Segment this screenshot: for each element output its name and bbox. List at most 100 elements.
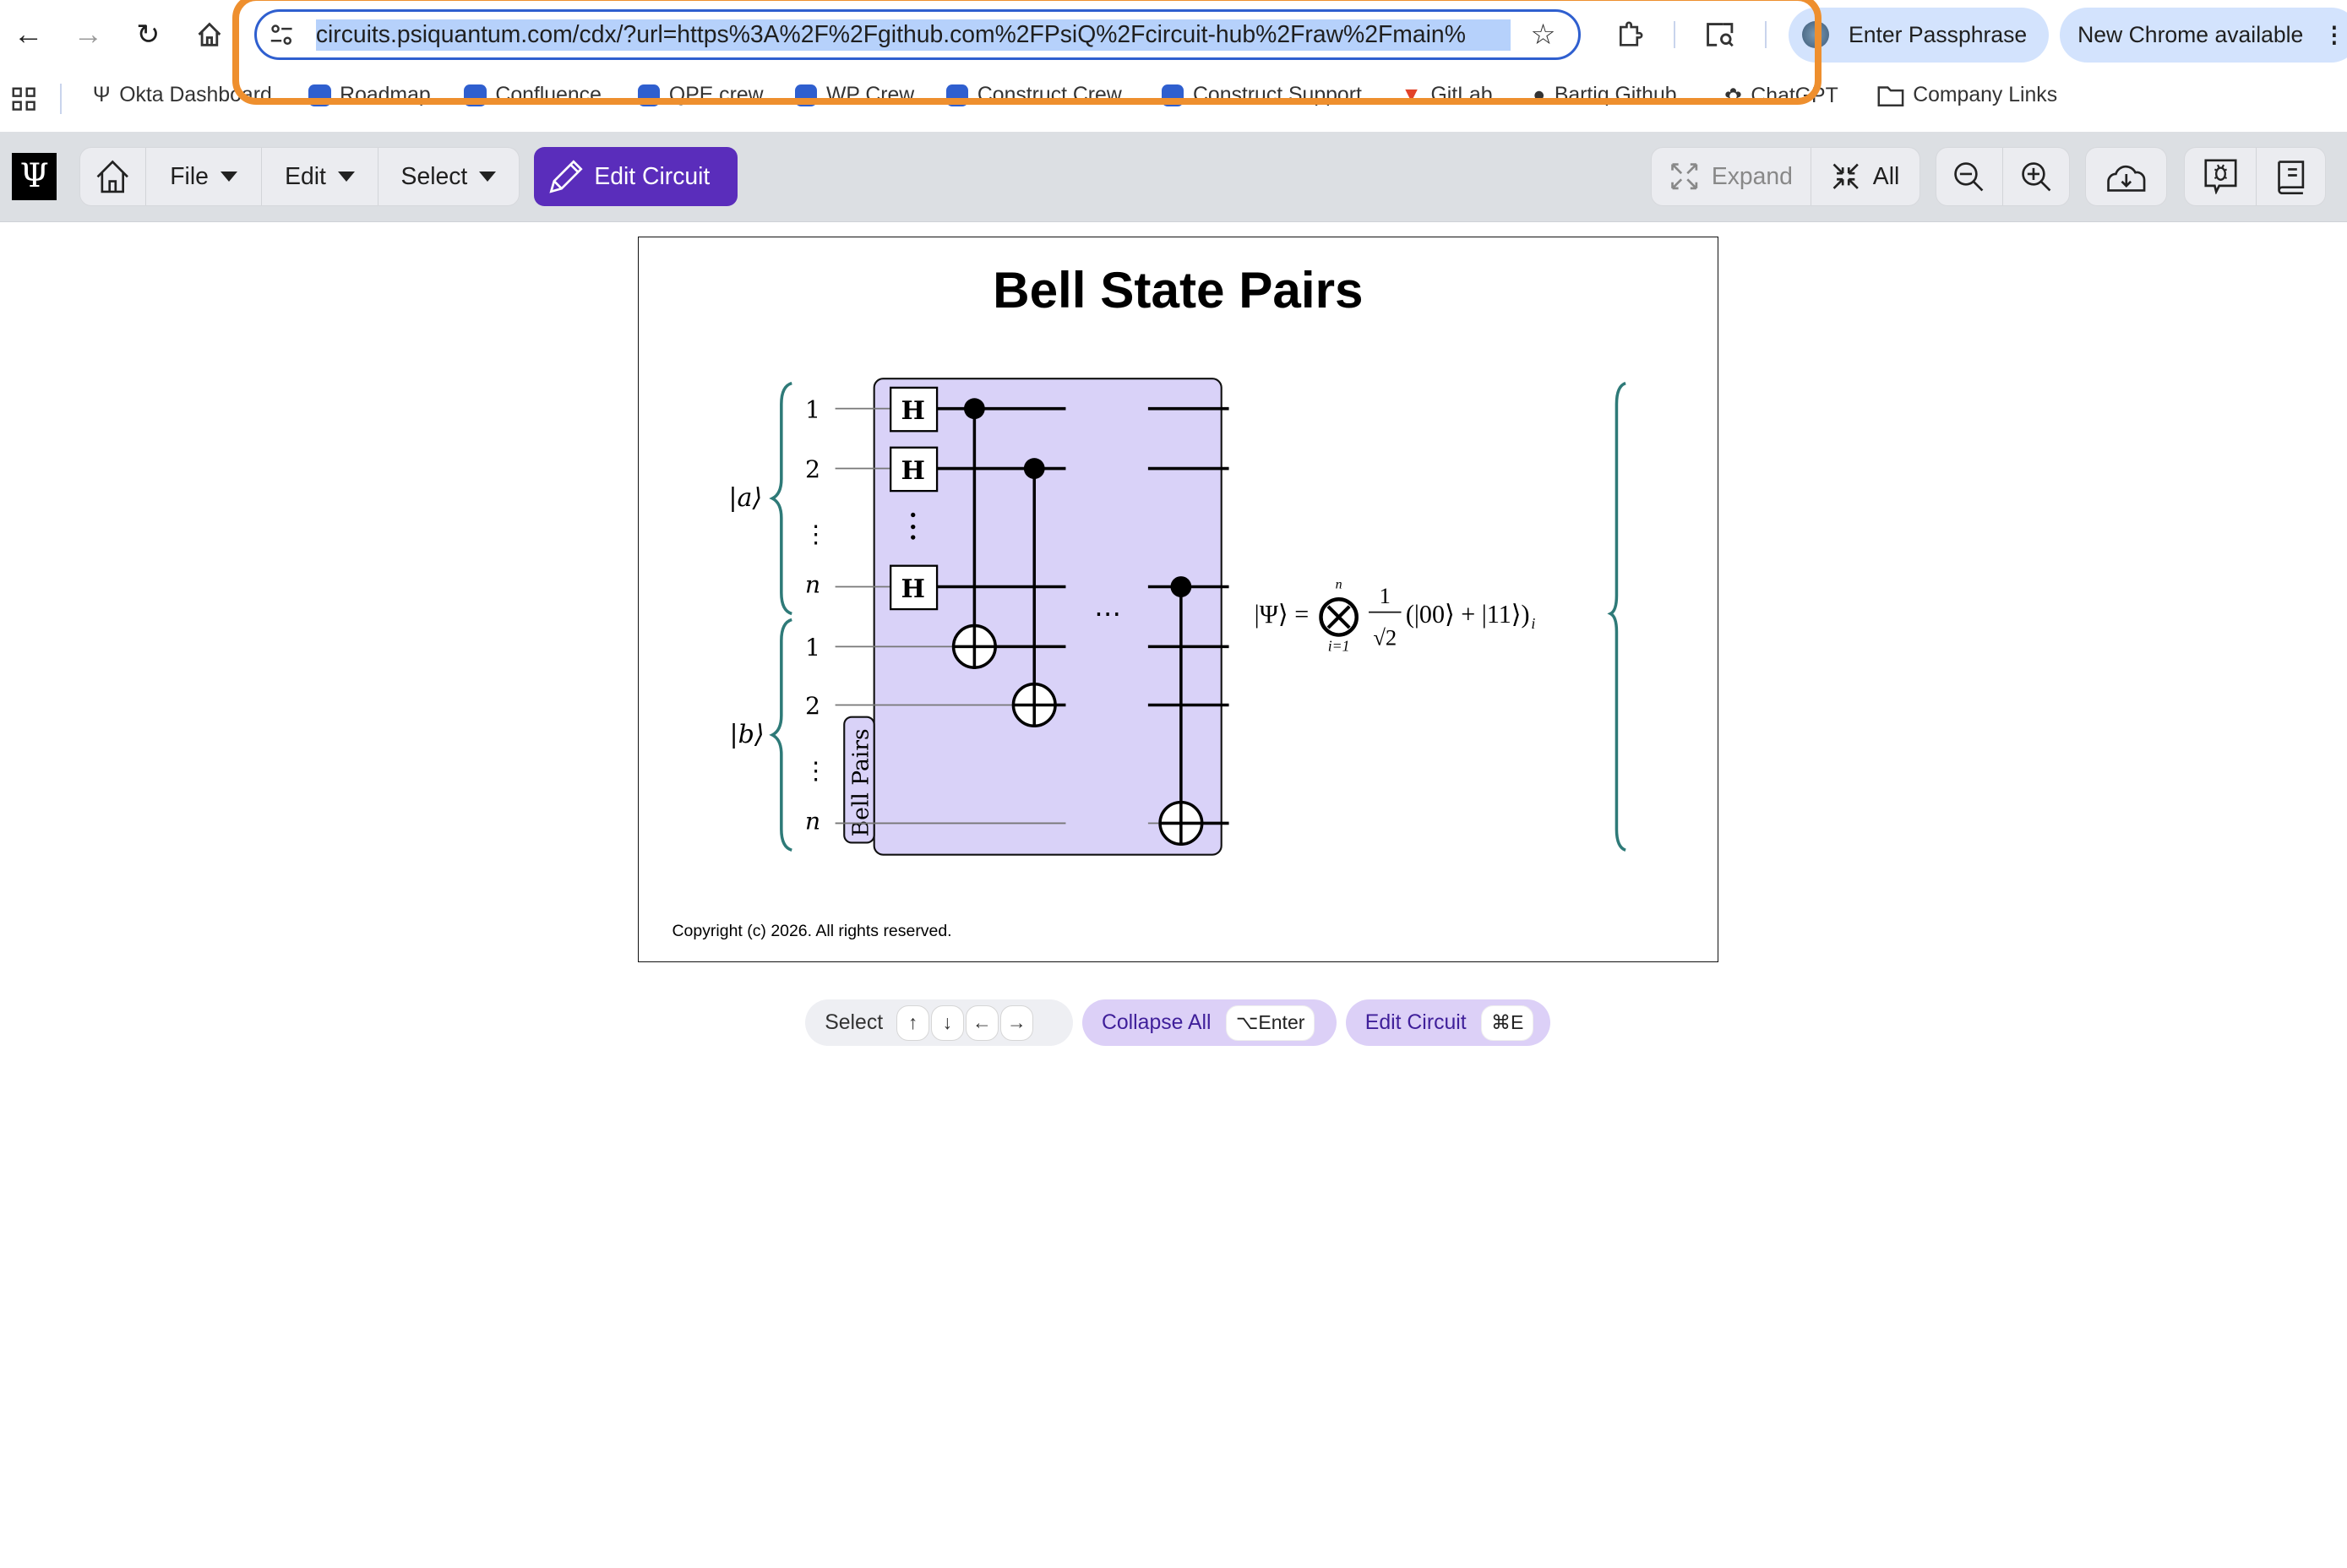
arrow-down-key[interactable]: ↓: [930, 1004, 964, 1042]
brace-right: [1607, 381, 1626, 852]
vertical-dots: [911, 512, 916, 540]
formula-numerator: 1: [1380, 583, 1391, 608]
collapse-key: ⌥Enter: [1226, 1004, 1315, 1042]
home-button[interactable]: [80, 147, 147, 206]
docs-button[interactable]: [2257, 148, 2325, 206]
bell-pairs-block: [873, 378, 1223, 856]
qubit-label: 2: [805, 692, 820, 720]
bell-pairs-tab: [843, 716, 875, 844]
copyright-text: Copyright (c) 2026. All rights reserved.: [672, 922, 952, 941]
select-menu[interactable]: Select: [378, 148, 519, 206]
cnot-target: [951, 623, 997, 669]
hadamard-gate: H: [890, 446, 939, 493]
back-icon[interactable]: ←: [13, 17, 44, 52]
qubit-label: 1: [805, 634, 820, 662]
arrow-right-key[interactable]: →: [999, 1004, 1033, 1042]
expand-group: Expand All: [1651, 146, 1921, 207]
circuit-title: Bell State Pairs: [993, 261, 1364, 319]
bell-pairs-label: Bell Pairs: [848, 728, 874, 836]
formula-lhs: |Ψ⟩ =: [1255, 600, 1310, 629]
formula-rest: (|00⟩ + |11⟩): [1406, 600, 1530, 629]
edit-menu[interactable]: Edit: [262, 147, 379, 206]
caret-down-icon: [479, 172, 497, 182]
qubit-label: ⋮: [803, 756, 827, 784]
formula-upper-limit: n: [1336, 577, 1342, 591]
collapse-all-button[interactable]: All: [1811, 148, 1920, 206]
home-icon[interactable]: [193, 18, 226, 51]
zoom-out-icon: [1954, 161, 1984, 191]
circuit-canvas: [637, 236, 1718, 963]
formula-denominator: √2: [1373, 625, 1397, 651]
help-group: [2183, 146, 2327, 207]
control-dot: [1170, 576, 1192, 597]
download-group: [2084, 146, 2168, 207]
cnot-target: [1011, 682, 1057, 728]
apps-grid-icon[interactable]: [9, 84, 39, 113]
register-b-label: |b⟩: [729, 720, 764, 749]
edit-circuit-shortcut[interactable]: Edit Circuit ⌘E: [1345, 999, 1551, 1047]
forward-icon[interactable]: →: [73, 17, 104, 52]
caret-down-icon: [338, 172, 356, 182]
svg-text:H: H: [901, 456, 925, 486]
cnot-target: [1158, 800, 1204, 847]
hadamard-gate: H: [890, 564, 939, 611]
enter-passphrase-label: Enter Passphrase: [1849, 21, 2028, 47]
svg-text:H: H: [901, 396, 925, 426]
control-dot: [963, 398, 985, 420]
qubit-label: 1: [805, 395, 820, 423]
brace-a: [769, 381, 792, 616]
horizontal-ellipsis: ⋯: [1094, 597, 1121, 629]
download-button[interactable]: [2086, 148, 2166, 206]
cloud-download-icon: [2107, 165, 2146, 192]
tab-search-icon[interactable]: [1703, 18, 1736, 51]
home-icon: [96, 160, 129, 193]
arrow-left-key[interactable]: ←: [965, 1004, 999, 1042]
control-dot: [1023, 458, 1045, 479]
new-chrome-button[interactable]: New Chrome available ⋮: [2059, 7, 2347, 63]
zoom-in-icon: [2021, 161, 2051, 191]
reload-icon[interactable]: ↻: [136, 19, 161, 51]
expand-icon: [1671, 163, 1698, 190]
collapse-icon: [1832, 163, 1860, 190]
hadamard-gate: H: [890, 386, 939, 433]
tensor-product-symbol: ⨂: [1318, 590, 1360, 639]
caret-down-icon: [221, 172, 238, 182]
psi-icon: Ψ: [92, 84, 111, 107]
collapse-all-shortcut[interactable]: Collapse All ⌥Enter: [1081, 999, 1337, 1047]
edit-key: ⌘E: [1481, 1004, 1533, 1042]
divider: [59, 84, 62, 114]
formula-subscript: i: [1531, 615, 1535, 632]
register-a-label: |a⟩: [728, 483, 762, 513]
svg-text:H: H: [901, 574, 925, 604]
divider: [1764, 20, 1767, 48]
folder-icon: [1877, 86, 1904, 106]
select-shortcut[interactable]: Select ↑ ↓ ← →: [805, 999, 1074, 1047]
new-chrome-label: New Chrome available: [2077, 21, 2304, 47]
qubit-label: n: [805, 571, 820, 599]
site-settings-icon[interactable]: [268, 21, 295, 48]
brace-b: [769, 618, 792, 852]
bookmark-star-icon[interactable]: ☆: [1530, 19, 1556, 51]
bug-report-icon: [2204, 159, 2237, 195]
formula-lower-limit: i=1: [1328, 638, 1350, 655]
zoom-out-button[interactable]: [1936, 147, 2004, 206]
qubit-label: 2: [805, 455, 820, 483]
enter-passphrase-button[interactable]: Enter Passphrase: [1789, 7, 2050, 63]
edit-circuit-button[interactable]: Edit Circuit: [534, 146, 738, 207]
expand-button[interactable]: Expand: [1652, 147, 1811, 206]
qubit-label: n: [805, 808, 820, 836]
extensions-icon[interactable]: [1614, 18, 1647, 51]
pencil-icon: [549, 160, 583, 193]
app-logo[interactable]: Ψ: [12, 152, 57, 201]
highlight-annotation: [231, 0, 1822, 106]
divider: [1673, 20, 1675, 48]
arrow-up-key[interactable]: ↑: [896, 1004, 930, 1042]
report-bug-button[interactable]: [2185, 147, 2257, 206]
zoom-in-button[interactable]: [2003, 148, 2069, 206]
more-menu-icon[interactable]: ⋮: [2322, 21, 2346, 47]
zoom-group: [1935, 146, 2071, 207]
file-menu[interactable]: File: [146, 147, 262, 206]
bookmark-company-links[interactable]: Company Links: [1877, 84, 2057, 107]
url-text[interactable]: circuits.psiquantum.com/cdx/?url=https%3…: [315, 19, 1511, 52]
